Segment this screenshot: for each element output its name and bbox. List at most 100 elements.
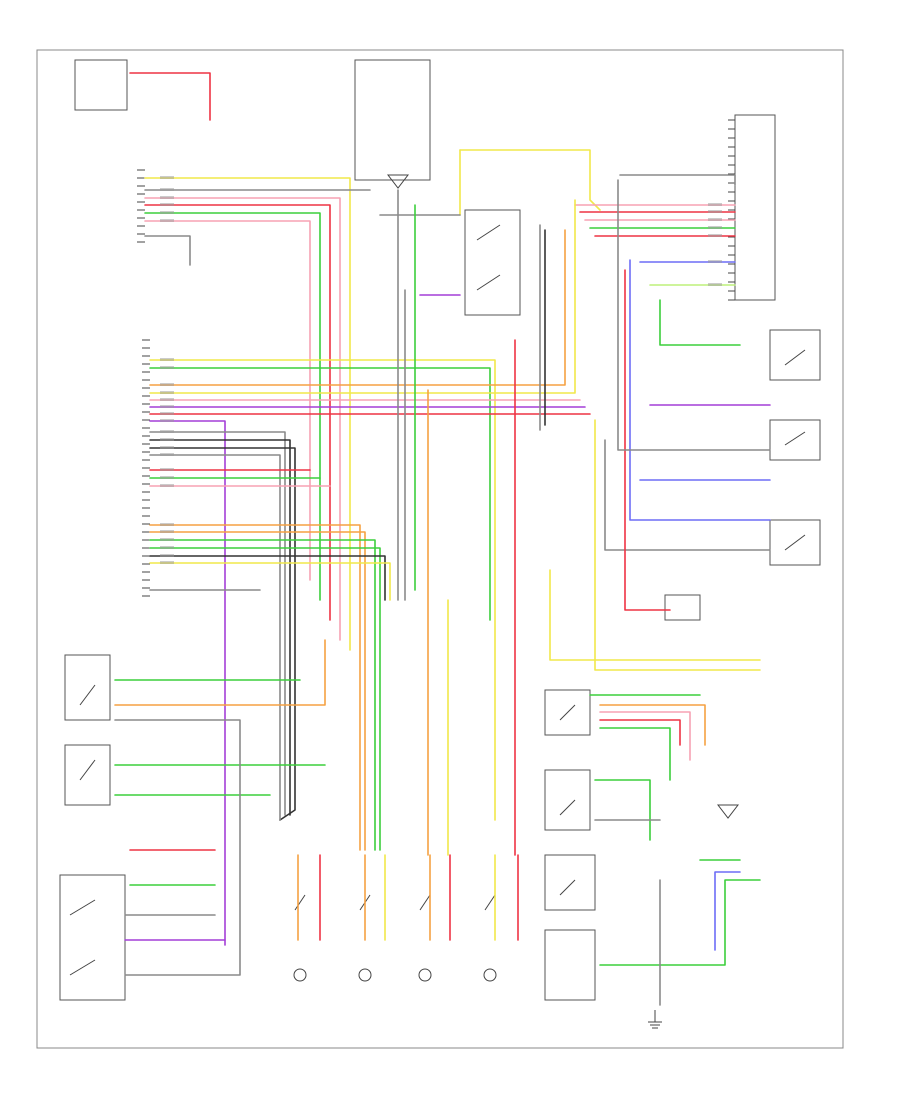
wire-tag [160, 554, 174, 557]
wire-black [149, 447, 296, 821]
wire-tag [160, 468, 174, 471]
wire-yellow [459, 149, 601, 211]
wire-red [144, 204, 331, 621]
hood-switch-box [769, 329, 821, 381]
wire-green [149, 367, 491, 621]
door-lock-actuator-switch [294, 894, 306, 911]
control-unit-box [734, 114, 776, 301]
component-layer [59, 59, 821, 1029]
door-lock-actuator-switch [419, 894, 431, 911]
wire-blue [714, 871, 741, 951]
wire-tag [160, 484, 174, 487]
wire-red [129, 72, 211, 121]
wire-green [599, 727, 671, 781]
wire-purple [149, 420, 226, 946]
wire-blue [629, 259, 771, 521]
wire-green [599, 879, 761, 966]
wire-orange [149, 229, 566, 386]
passenger-door-key-cylinder-box [544, 689, 591, 736]
wire-tag [160, 196, 174, 199]
wire-tag [160, 383, 174, 386]
wire-orange [149, 524, 361, 851]
door-lock-actuator-motor [483, 968, 497, 982]
trunk-key-cylinder-switch-box [64, 654, 111, 721]
wire-tag [708, 260, 722, 263]
passenger-door-lock-assembly-box [544, 929, 596, 1001]
wire-yellow [149, 359, 496, 821]
wire-tag [160, 430, 174, 433]
wire-tag [708, 283, 722, 286]
wire-tag [160, 211, 174, 214]
wire-orange [599, 704, 706, 746]
passenger-key-switch [559, 704, 576, 721]
wire-pink [144, 197, 341, 641]
wire-tag [160, 538, 174, 541]
wire-gray [114, 719, 241, 976]
wire-tag [708, 234, 722, 237]
wire-pink [599, 711, 691, 761]
fuse-symbol [716, 804, 740, 819]
wire-gray [149, 431, 286, 816]
wire-tag [160, 412, 174, 415]
trunk-switch-box [769, 519, 821, 566]
wire-tag [160, 398, 174, 401]
passenger-door-lock-switch-box [544, 769, 591, 831]
rear-switch-box [769, 419, 821, 461]
door-lock-actuator-motor [418, 968, 432, 982]
wire-tag [160, 446, 174, 449]
passenger-lock-switch [559, 799, 576, 816]
door-lock-actuator-motor [358, 968, 372, 982]
rear-lock-switch [559, 879, 576, 896]
wire-tag [708, 226, 722, 229]
wire-tag [708, 210, 722, 213]
ground-symbol [648, 1010, 662, 1029]
driver-lock-switch-2 [69, 959, 96, 976]
wire-tag [160, 391, 174, 394]
wire-yellow [549, 569, 761, 661]
door-lock-actuator-motor [293, 968, 307, 982]
fuse-symbol [386, 174, 410, 189]
wire-green [594, 779, 651, 841]
wire-tag [160, 476, 174, 479]
wire-green [659, 299, 741, 346]
wire-tag [160, 405, 174, 408]
wire-tag [160, 203, 174, 206]
wire-tag [160, 453, 174, 456]
driver-door-key-cylinder-box [64, 744, 111, 806]
wire-tag [160, 561, 174, 564]
wire-tag [160, 366, 174, 369]
wire-yellow [149, 562, 391, 601]
wire-gray [604, 439, 771, 551]
module-switch-2 [476, 274, 501, 291]
label-layer [160, 176, 722, 564]
module-switch-1 [476, 224, 501, 241]
wire-black [149, 439, 291, 816]
wire-gray [144, 235, 191, 266]
wire-tag [160, 188, 174, 191]
wire-tag [160, 438, 174, 441]
wire-layer [114, 72, 771, 1006]
driver-door-lock-switch-box [59, 874, 126, 1001]
ignition-switch-box [74, 59, 128, 111]
wire-red [624, 269, 671, 611]
wire-green [149, 547, 381, 851]
wire-tag [708, 203, 722, 206]
hood-switch-contact [784, 349, 806, 366]
wire-yellow [149, 199, 576, 394]
wire-orange [114, 639, 326, 706]
wire-orange [149, 531, 366, 851]
wire-red [599, 719, 681, 746]
wire-tag [160, 176, 174, 179]
trunk-switch-contact [784, 534, 806, 551]
wire-green [149, 539, 376, 851]
siren-box [354, 59, 431, 181]
wire-yellow [594, 419, 761, 671]
wire-gray [149, 454, 281, 821]
door-lock-actuator-switch [484, 894, 496, 911]
wire-black [149, 555, 386, 601]
wire-tag [708, 218, 722, 221]
driver-key-switch [79, 759, 96, 781]
wire-tag [160, 530, 174, 533]
rear-door-lock-switch-box [544, 854, 596, 911]
